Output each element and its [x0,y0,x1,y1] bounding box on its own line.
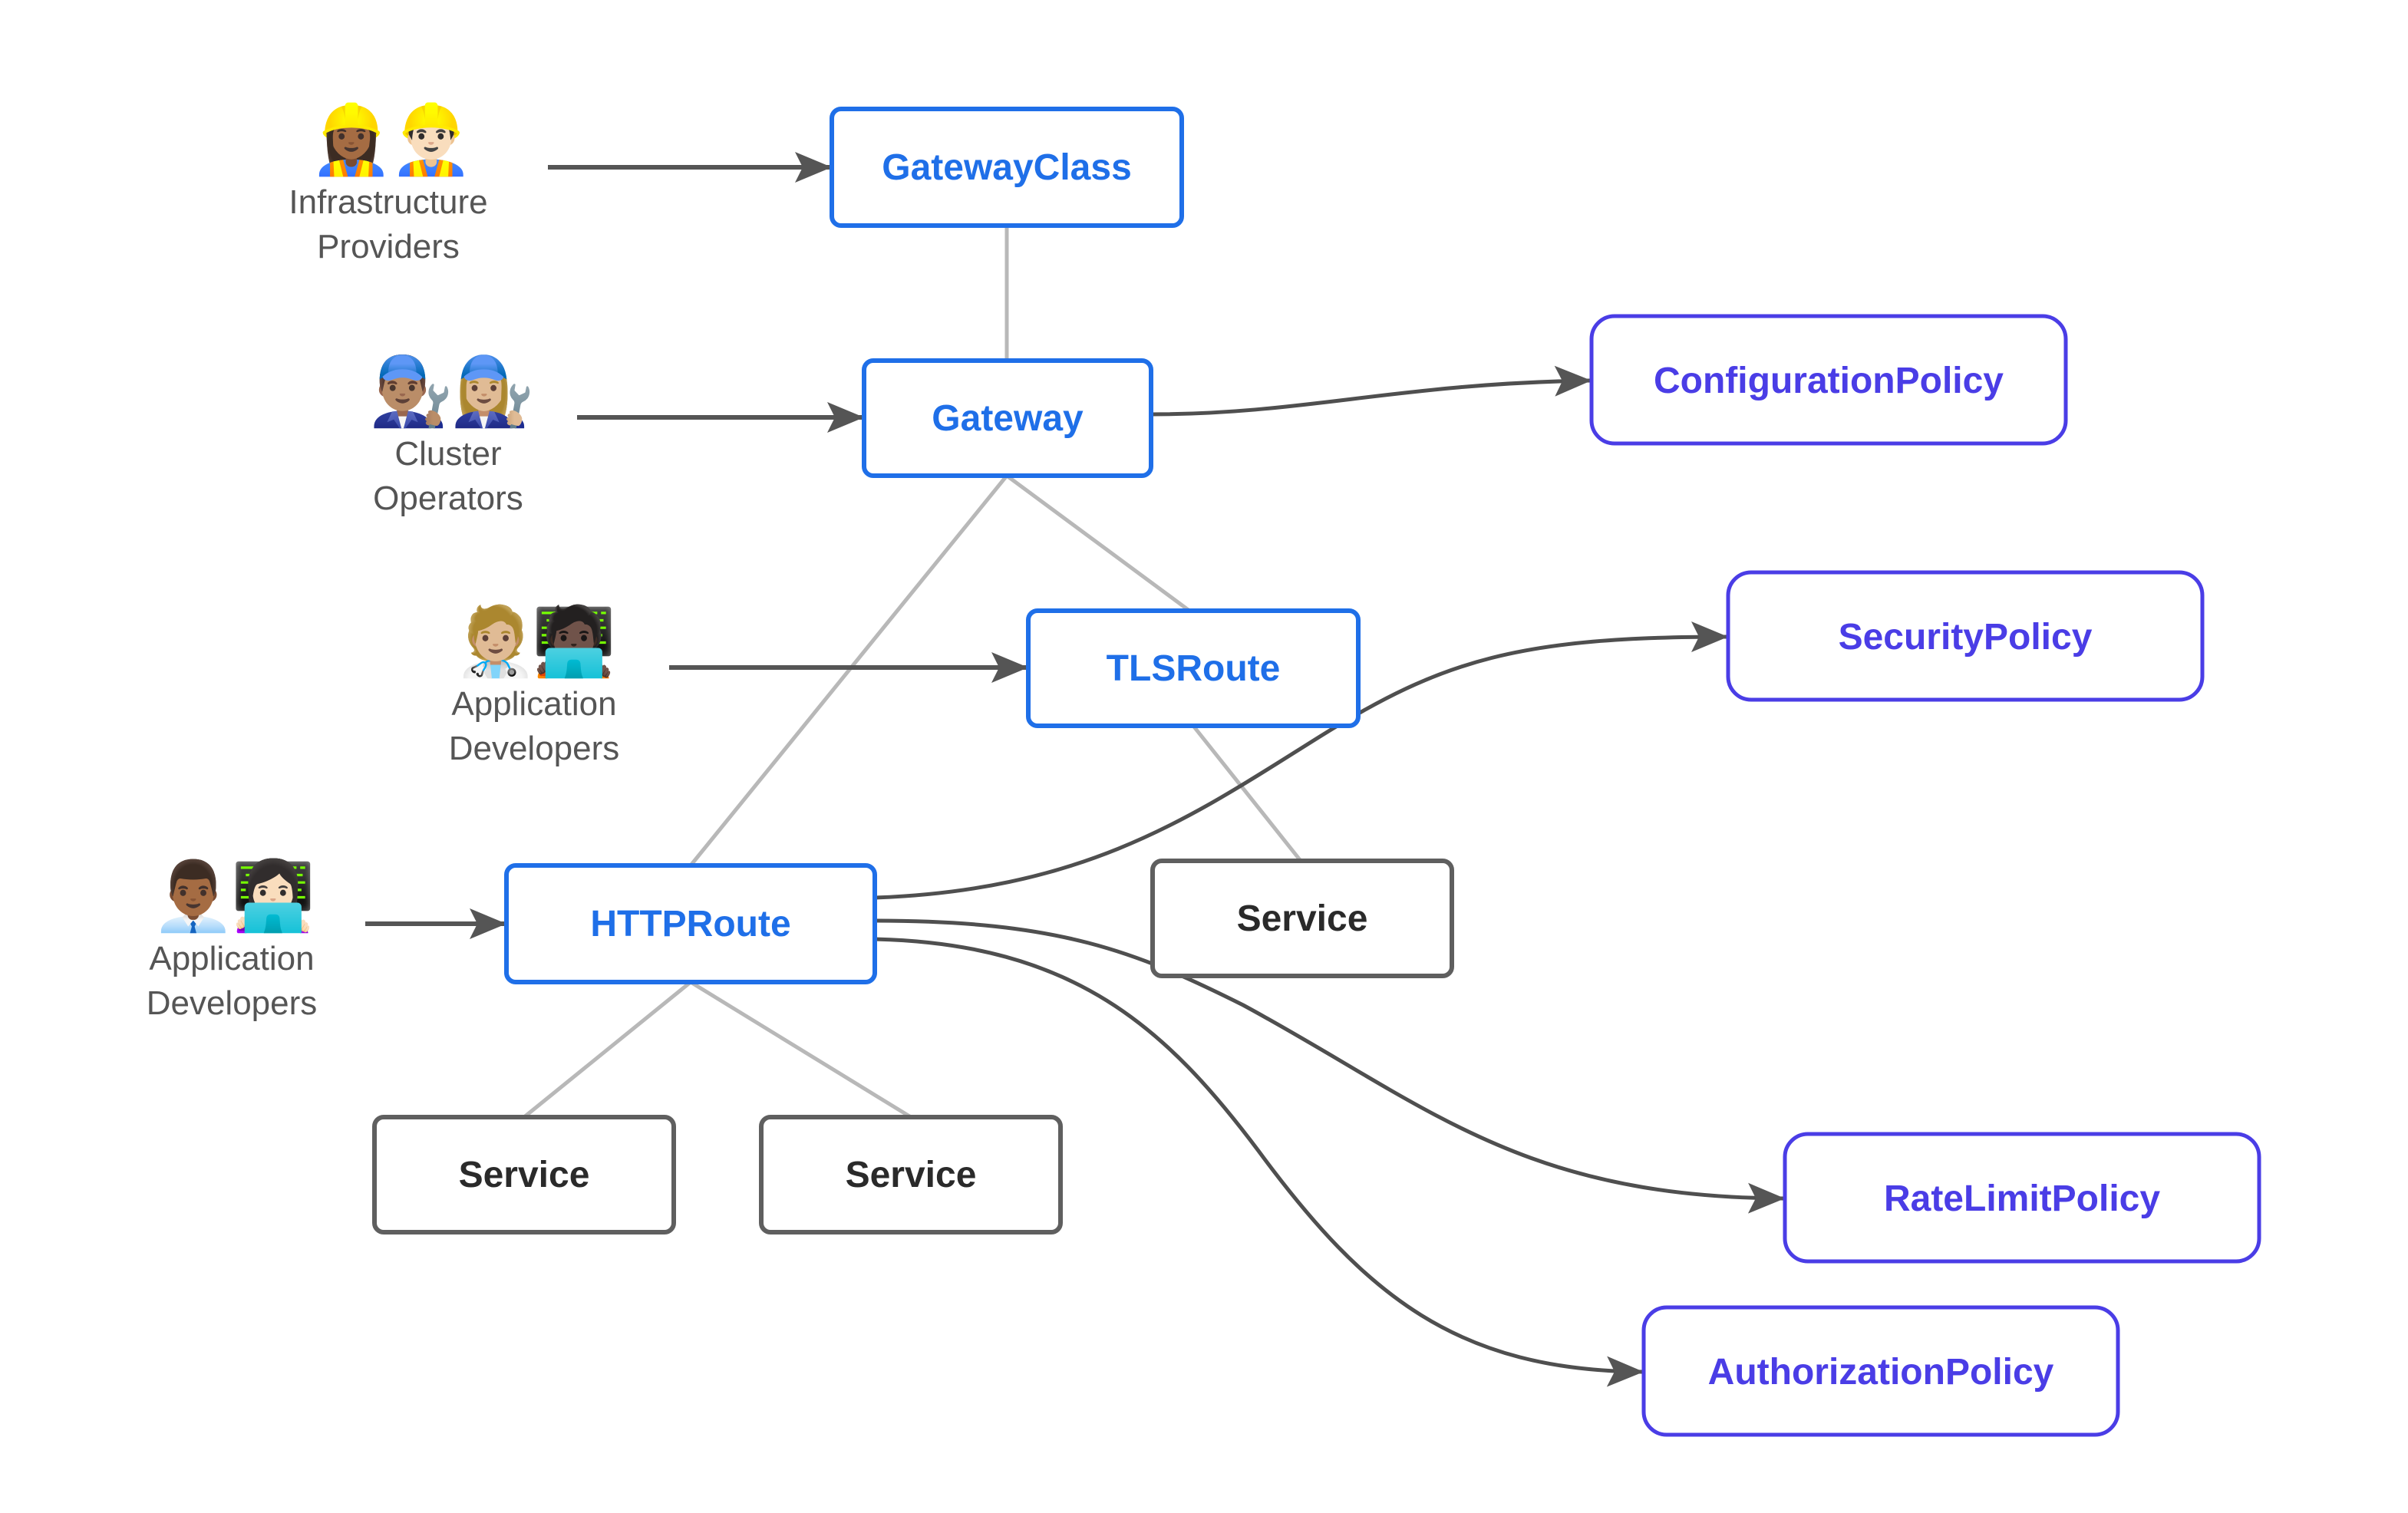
ratelimit-policy-label: RateLimitPolicy [1884,1178,2160,1219]
actor-label-line2: Developers [147,984,318,1022]
node-ratelimit-policy[interactable]: RateLimitPolicy [1783,1132,2261,1264]
mechanic-woman-icon: 👩🏼‍🔧 [450,351,535,430]
security-policy-label: SecurityPolicy [1839,617,2093,658]
configuration-policy-box [1589,314,2068,446]
node-httproute[interactable]: HTTPRoute [504,863,877,984]
gateway-label: Gateway [932,398,1084,439]
actor-application-developers-http: 👨🏾‍💼 👩🏻‍💻 Application Developers [147,856,318,1022]
edge-httproute-service-1 [523,981,692,1119]
configuration-policy-label: ConfigurationPolicy [1654,361,2004,401]
construction-worker-man-icon: 👷🏻‍♂️ [389,100,473,179]
node-service-http-2[interactable]: Service [759,1115,1063,1234]
actor-label-line1: Cluster [394,435,501,473]
actor-application-developers-tls: 🧑🏼‍⚕️ 🧑🏿‍💻 Application Developers [449,601,620,767]
actor-cluster-operators: 👨🏽‍🔧 👩🏼‍🔧 Cluster Operators [369,351,535,517]
authorization-policy-label: AuthorizationPolicy [1708,1352,2054,1393]
gateway-box [862,358,1153,478]
service-http-1-label: Service [459,1155,590,1195]
gatewayclass-label: GatewayClass [882,147,1132,188]
actor-label-line1: Application [149,940,314,977]
actor-arrows [365,152,1028,939]
actor-infrastructure-providers: 👷🏾‍♀️ 👷🏻‍♂️ Infrastructure Providers [289,100,487,265]
arrow-httproute-to-authorizationpolicy [874,937,1644,1387]
actor-label-line2: Operators [373,480,523,517]
construction-worker-woman-icon: 👷🏾‍♀️ [309,100,394,179]
policy-arrows [874,365,1785,1387]
actor-label-line1: Infrastructure [289,183,487,221]
actor-label-line2: Developers [449,730,620,767]
node-configuration-policy[interactable]: ConfigurationPolicy [1589,314,2068,446]
arrow-gateway-to-configurationpolicy [1150,365,1592,417]
actor-label-line2: Providers [317,228,460,265]
node-authorization-policy[interactable]: AuthorizationPolicy [1641,1305,2120,1437]
security-policy-box [1726,570,2205,702]
actor-label-line1: Application [451,685,616,723]
node-service-http-1[interactable]: Service [372,1115,676,1234]
authorization-policy-box [1641,1305,2120,1437]
service-tls-box [1150,859,1454,978]
edge-tlsroute-service [1192,724,1302,862]
health-worker-icon: 🧑🏼‍⚕️ [454,601,538,681]
httproute-label: HTTPRoute [590,904,790,944]
service-http-1-box [372,1115,676,1234]
service-tls-label: Service [1237,898,1368,939]
hierarchy-lines [523,226,1302,1119]
tlsroute-box [1026,608,1361,728]
arrow-httproute-to-ratelimitpolicy [874,918,1785,1214]
edge-gateway-tlsroute [1005,473,1191,613]
mechanic-man-icon: 👨🏽‍🔧 [369,351,454,430]
technologist-woman-icon: 👩🏻‍💻 [231,856,315,935]
edge-httproute-service-2 [689,980,912,1119]
ratelimit-policy-box [1783,1132,2261,1264]
node-security-policy[interactable]: SecurityPolicy [1726,570,2205,702]
edge-gateway-httproute [689,474,1008,867]
node-service-tls[interactable]: Service [1150,859,1454,978]
node-tlsroute[interactable]: TLSRoute [1026,608,1361,728]
technologist-icon: 🧑🏿‍💻 [532,601,616,681]
httproute-box [504,863,877,984]
node-gateway[interactable]: Gateway [862,358,1153,478]
node-gatewayclass[interactable]: GatewayClass [830,107,1184,228]
tlsroute-label: TLSRoute [1107,648,1281,689]
service-http-2-label: Service [846,1155,977,1195]
arrow-httproute-to-securitypolicy [874,621,1728,900]
office-worker-man-icon: 👨🏾‍💼 [151,856,236,935]
gatewayclass-box [830,107,1184,228]
service-http-2-box [759,1115,1063,1234]
